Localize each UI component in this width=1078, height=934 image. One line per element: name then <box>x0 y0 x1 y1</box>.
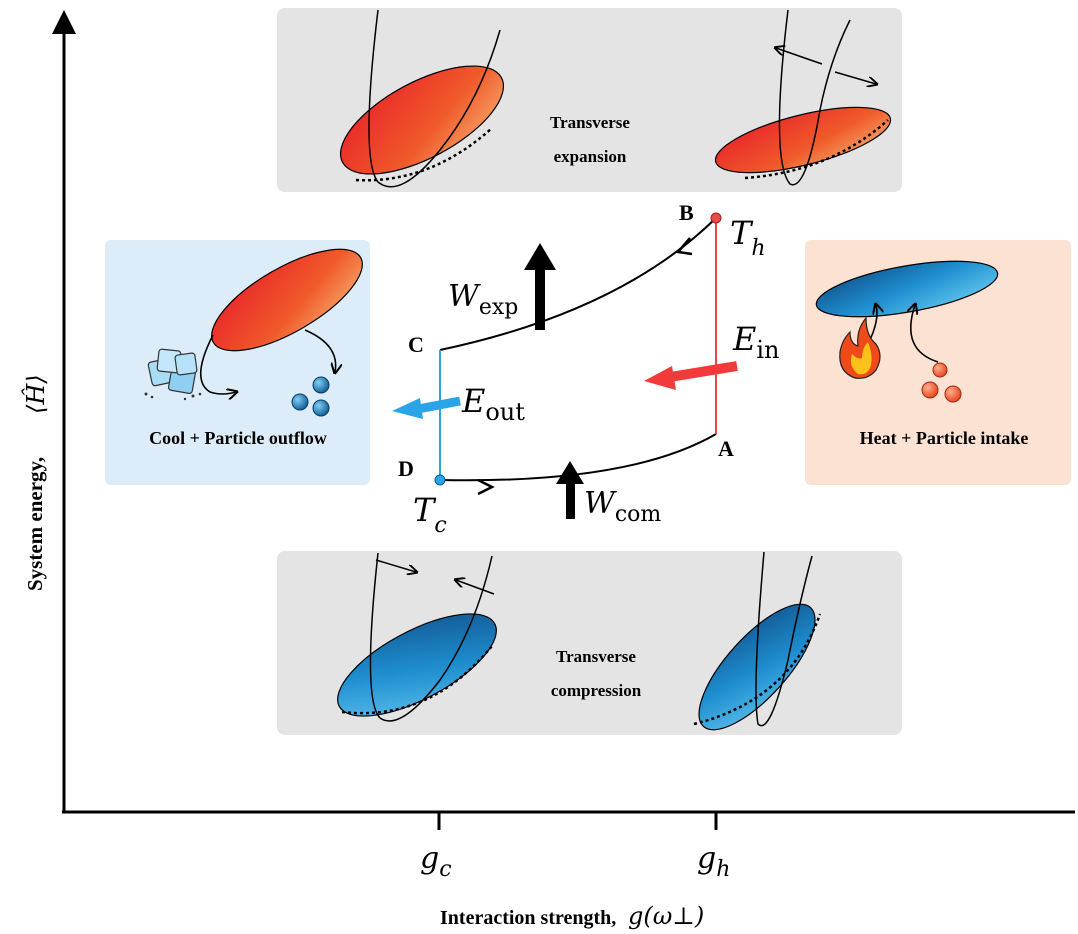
work-compression-arrow <box>556 461 584 519</box>
panel-cool-outflow: Cool + Particle outflow <box>105 240 370 485</box>
temperature-hot-label: Th <box>730 214 766 261</box>
point-b-label: B <box>679 200 694 225</box>
y-axis-label: System energy, <box>23 457 47 591</box>
engine-cycle: A B C D Th Tc Wexp Wcom Ein <box>392 200 780 538</box>
outflow-particles <box>291 376 330 417</box>
energy-out-arrow <box>392 396 461 419</box>
hot-cloud-right <box>714 9 892 186</box>
direction-arrow-lower <box>477 478 495 496</box>
point-c-label: C <box>408 332 424 357</box>
point-b-marker <box>710 212 722 224</box>
ice-cubes-icon <box>144 348 202 401</box>
panel-transverse-compression: Transverse compression <box>277 551 902 735</box>
temperature-cold-label: Tc <box>413 491 447 538</box>
axes: gc gh Interaction strength, g(ω⊥) System… <box>21 9 1075 930</box>
cold-cloud-right <box>693 551 822 731</box>
cold-cloud-left <box>337 552 497 722</box>
energy-in-arrow <box>644 361 738 390</box>
x-axis-label: Interaction strength, <box>440 907 616 929</box>
hot-cloud-left <box>339 9 505 188</box>
heat-intake-caption: Heat + Particle intake <box>860 428 1029 448</box>
y-axis-math-label: ⟨Ĥ⟩ <box>21 374 50 414</box>
fire-icon <box>839 316 881 379</box>
panel-transverse-expansion: Transverse expansion <box>277 8 902 192</box>
x-axis-math-label: g(ω⊥) <box>628 902 704 930</box>
x-tick-label-gc: gc <box>420 841 452 882</box>
intake-particles <box>921 362 962 403</box>
energy-in-label: Ein <box>732 320 780 364</box>
work-compression-label: Wcom <box>584 486 661 527</box>
x-tick-label-gh: gh <box>697 841 730 882</box>
point-a-label: A <box>718 436 734 461</box>
point-d-marker <box>434 474 446 486</box>
point-d-label: D <box>398 456 414 481</box>
compression-label-line2: compression <box>551 681 642 700</box>
energy-out-label: Eout <box>461 382 525 426</box>
stroke-b-to-c <box>439 217 717 351</box>
expansion-label-line2: expansion <box>554 147 627 166</box>
cool-outflow-caption: Cool + Particle outflow <box>149 428 327 448</box>
expansion-label-line1: Transverse <box>550 113 630 132</box>
stroke-a-to-d <box>439 433 717 482</box>
work-expansion-label: Wexp <box>448 279 518 320</box>
work-expansion-arrow <box>524 243 556 330</box>
direction-arrow-upper <box>675 237 693 256</box>
compression-label-line1: Transverse <box>556 647 636 666</box>
panel-heat-intake: Heat + Particle intake <box>805 240 1071 485</box>
